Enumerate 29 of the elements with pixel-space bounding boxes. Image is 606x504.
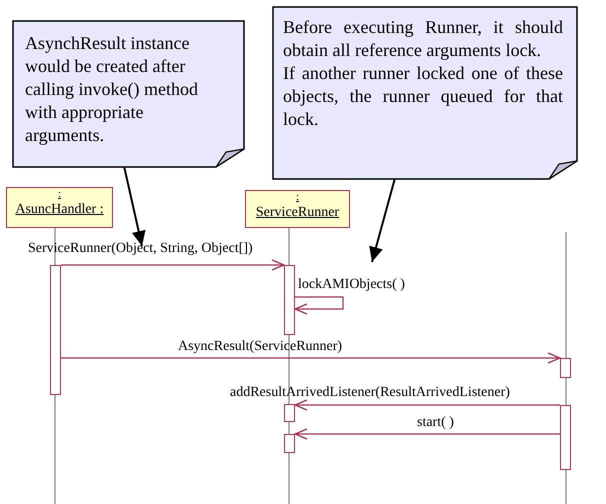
message-label: start( )	[417, 415, 454, 431]
object-name: :	[294, 191, 300, 204]
message-arrow	[294, 296, 344, 315]
object-name: :	[56, 188, 62, 201]
activation-bar	[50, 265, 61, 395]
lifeline-head	[6, 187, 113, 228]
message-arrow	[61, 352, 561, 364]
activation-bar	[560, 405, 571, 470]
message-arrow	[61, 259, 285, 271]
lifeline-head	[245, 190, 350, 228]
message-arrow	[294, 399, 560, 411]
message-arrow	[294, 428, 560, 440]
activation-bar	[284, 265, 295, 335]
note-text: If another runner locked one of these objects, the runner queued for that lock.	[283, 62, 563, 131]
activation-bar	[560, 358, 571, 378]
message-label: AsyncResult(ServiceRunner)	[178, 339, 342, 355]
object-name: AsuncHandler :	[14, 201, 105, 218]
activation-bar	[284, 434, 295, 453]
leader-line	[369, 178, 396, 262]
activation-bar	[284, 404, 295, 422]
note	[12, 20, 245, 168]
note-text: Before executing Runner, it should obtain all reference arguments lock.	[283, 16, 563, 62]
message-label: lockAMIObjects( )	[298, 277, 405, 293]
note-text: AsynchResult instance would be created after calling invoke() method with appropriate arguments.	[25, 32, 199, 147]
message-label: addResultArrivedListener(ResultArrivedListener)	[230, 385, 510, 401]
leader-line	[123, 166, 146, 246]
message-label: ServiceRunner(Object, String, Object[])	[28, 241, 253, 257]
note	[272, 6, 578, 180]
object-name: ServiceRunner	[254, 204, 340, 221]
